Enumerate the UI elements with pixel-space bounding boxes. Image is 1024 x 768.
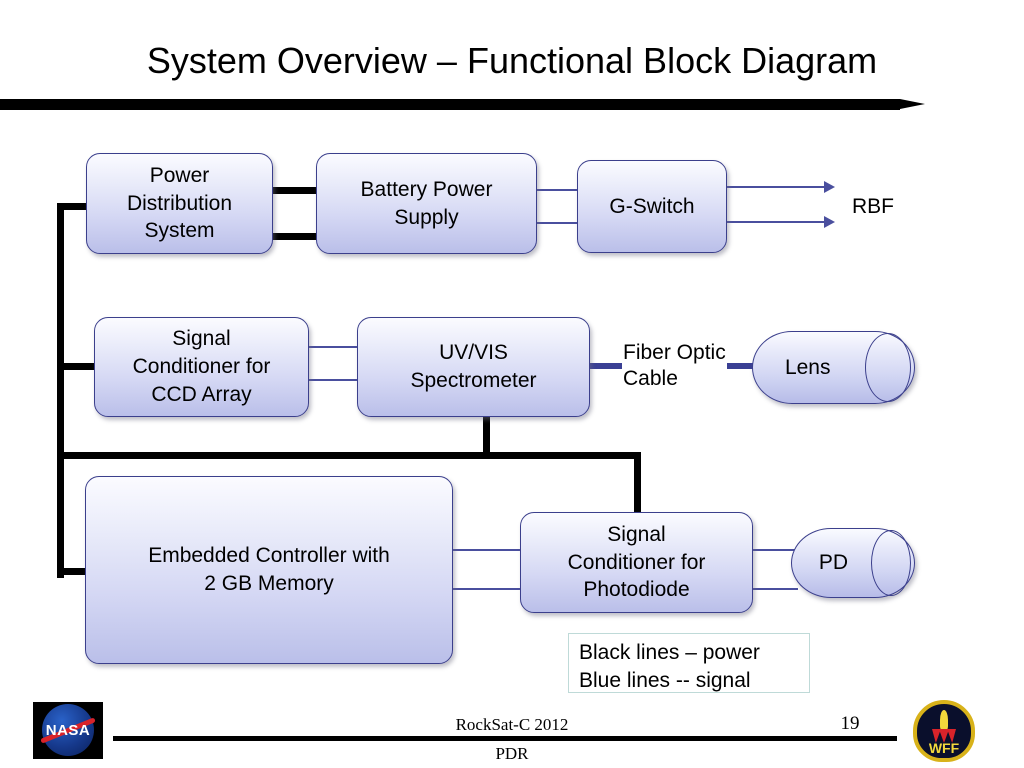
footer-divider bbox=[113, 736, 897, 741]
legend-line-power: Black lines – power bbox=[579, 641, 760, 664]
signal-line-battery-to-gswitch-lower bbox=[536, 222, 578, 224]
block-label-line: 2 GB Memory bbox=[204, 572, 334, 595]
nasa-logo: NASA bbox=[33, 702, 103, 759]
block-label-line: Signal bbox=[607, 522, 666, 546]
label-fiber-optic-cable: Fiber Optic Cable bbox=[622, 340, 727, 392]
signal-line-gswitch-to-rbf-lower bbox=[726, 221, 826, 223]
block-power-distribution-system[interactable]: Power Distribution System bbox=[86, 153, 273, 254]
signal-line-battery-to-gswitch-upper bbox=[536, 189, 578, 191]
power-line-to-photodiode-conditioner bbox=[634, 452, 641, 514]
component-label-lens: Lens bbox=[784, 355, 831, 379]
signal-line-ccd-to-spectrometer-lower bbox=[308, 379, 358, 381]
power-line-pds-to-battery-upper bbox=[272, 187, 320, 194]
block-signal-conditioner-ccd[interactable]: Signal Conditioner for CCD Array bbox=[94, 317, 309, 417]
block-label-line: System bbox=[144, 219, 215, 243]
power-line-to-embedded-controller bbox=[57, 568, 101, 575]
arrow-head-rbf-upper bbox=[824, 181, 835, 193]
block-label-line: G-Switch bbox=[609, 194, 695, 218]
block-battery-power-supply[interactable]: Battery Power Supply bbox=[316, 153, 537, 254]
block-uvvis-spectrometer[interactable]: UV/VIS Spectrometer bbox=[357, 317, 590, 417]
block-g-switch[interactable]: G-Switch bbox=[577, 160, 727, 253]
component-photodiode[interactable]: PD bbox=[791, 528, 915, 598]
wff-logo: WFF bbox=[913, 700, 975, 762]
block-label-line: Conditioner for bbox=[567, 550, 706, 574]
title-divider-arrow-tip bbox=[900, 99, 925, 109]
power-line-left-bus bbox=[57, 203, 64, 578]
page-title: System Overview – Functional Block Diagr… bbox=[146, 40, 878, 81]
signal-line-ccd-to-spectrometer-upper bbox=[308, 346, 358, 348]
block-embedded-controller[interactable]: Embedded Controller with 2 GB Memory bbox=[85, 476, 453, 664]
photodiode-end-cap bbox=[871, 530, 911, 596]
block-label-line: Battery Power bbox=[360, 177, 493, 201]
signal-line-pd-conditioner-to-pd-upper bbox=[753, 549, 798, 551]
wff-rocket-icon bbox=[940, 710, 948, 730]
block-label-line: UV/VIS bbox=[439, 341, 508, 365]
wff-logo-text: WFF bbox=[928, 740, 960, 756]
block-label-line: Supply bbox=[394, 205, 459, 229]
fiber-label-line: Cable bbox=[623, 366, 678, 390]
component-label-photodiode: PD bbox=[818, 551, 849, 574]
legend-line-signal: Blue lines -- signal bbox=[579, 669, 751, 693]
block-label-line: Distribution bbox=[126, 191, 233, 215]
signal-line-controller-to-pd-conditioner-upper bbox=[453, 549, 521, 551]
lens-end-cap bbox=[865, 333, 911, 402]
block-label-line: CCD Array bbox=[151, 382, 252, 406]
block-label-line: Embedded Controller with bbox=[148, 544, 390, 568]
arrow-head-rbf-lower bbox=[824, 216, 835, 228]
block-label-line: Conditioner for bbox=[132, 355, 271, 379]
power-line-pds-to-battery-lower bbox=[272, 233, 320, 240]
page-number: 19 bbox=[840, 713, 860, 734]
footer-event-name: RockSat-C 2012 bbox=[455, 715, 569, 734]
power-line-mid-horizontal-bus bbox=[57, 452, 641, 459]
block-label-line: Spectrometer bbox=[410, 369, 537, 392]
block-label-line: Photodiode bbox=[583, 578, 690, 602]
label-rbf: RBF bbox=[852, 195, 894, 218]
signal-line-pd-conditioner-to-pd-lower bbox=[753, 588, 798, 590]
block-signal-conditioner-photodiode[interactable]: Signal Conditioner for Photodiode bbox=[520, 512, 753, 613]
block-label-line: Power bbox=[149, 163, 210, 187]
block-label-line: Signal bbox=[172, 327, 231, 351]
component-lens[interactable]: Lens bbox=[752, 331, 915, 404]
power-line-spectrometer-drop bbox=[483, 413, 490, 458]
legend-box: Black lines – power Blue lines -- signal bbox=[568, 633, 810, 693]
signal-line-controller-to-pd-conditioner-lower bbox=[453, 588, 521, 590]
power-line-to-ccd-conditioner bbox=[57, 363, 101, 370]
fiber-label-line: Fiber Optic bbox=[623, 341, 726, 364]
title-divider-bar bbox=[0, 99, 900, 110]
nasa-logo-text: NASA bbox=[45, 722, 91, 739]
footer-document-name: PDR bbox=[495, 744, 529, 763]
signal-line-gswitch-to-rbf-upper bbox=[726, 186, 826, 188]
power-line-to-power-distribution bbox=[57, 203, 91, 210]
